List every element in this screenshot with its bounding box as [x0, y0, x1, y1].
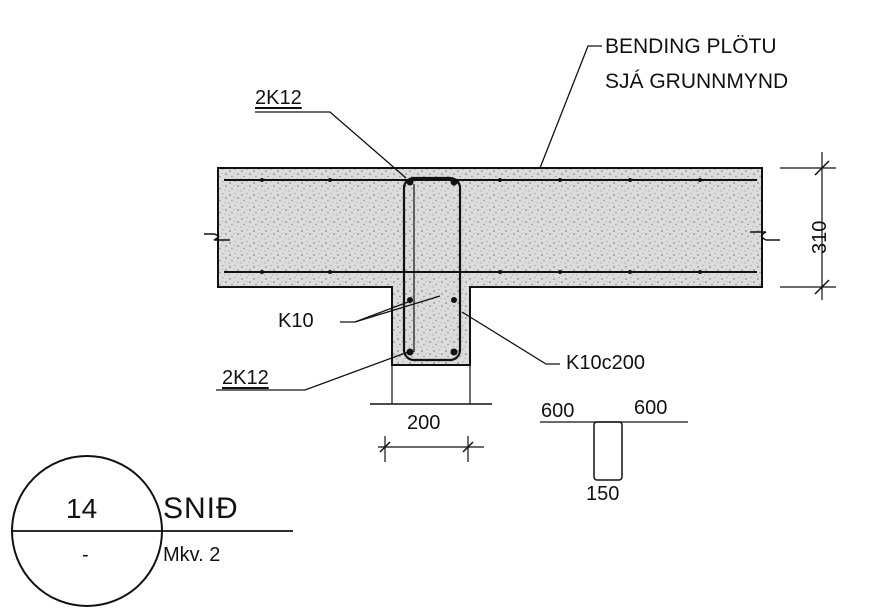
beam-bars: [406, 178, 458, 356]
beam-width-label: 200: [407, 412, 441, 434]
shape-left-label: 600: [541, 400, 575, 422]
break-mark-right: [750, 231, 780, 241]
leader-stirrups: [461, 311, 560, 365]
leader-bending: [539, 45, 602, 169]
shape-right-label: 600: [634, 397, 668, 419]
detail-sheet: -: [82, 544, 89, 566]
leader-k10-b: [354, 295, 441, 323]
bending-label-line1: BENDING PLÖTU: [605, 35, 777, 58]
width-dim-slash-right: [462, 441, 474, 453]
top-bars-label: 2K12: [255, 87, 302, 109]
shape-bottom-label: 150: [586, 483, 620, 505]
width-dim-slash-left: [379, 441, 391, 453]
side-bars-label: K10: [278, 310, 314, 332]
break-mark-left: [204, 233, 230, 241]
beam-stirrup: [402, 176, 462, 362]
height-dim-slash-bottom: [814, 279, 830, 295]
detail-number: 14: [66, 493, 98, 524]
rebar-dots: [260, 178, 702, 274]
slab-thickness-label: 310: [809, 220, 831, 254]
concrete-section: [217, 167, 763, 366]
bending-label-line2: SJÁ GRUNNMYND: [605, 70, 789, 93]
bottom-bars-label: 2K12: [222, 367, 269, 389]
leader-top-bars: [255, 111, 407, 179]
leader-bottom-bars: [216, 351, 409, 391]
detail-scale: Mkv. 2: [163, 544, 221, 566]
detail-title: SNIÐ: [163, 492, 239, 525]
height-dim-slash-top: [814, 160, 830, 176]
stirrup-shape: [593, 421, 623, 481]
stirrups-label: K10c200: [566, 352, 645, 374]
